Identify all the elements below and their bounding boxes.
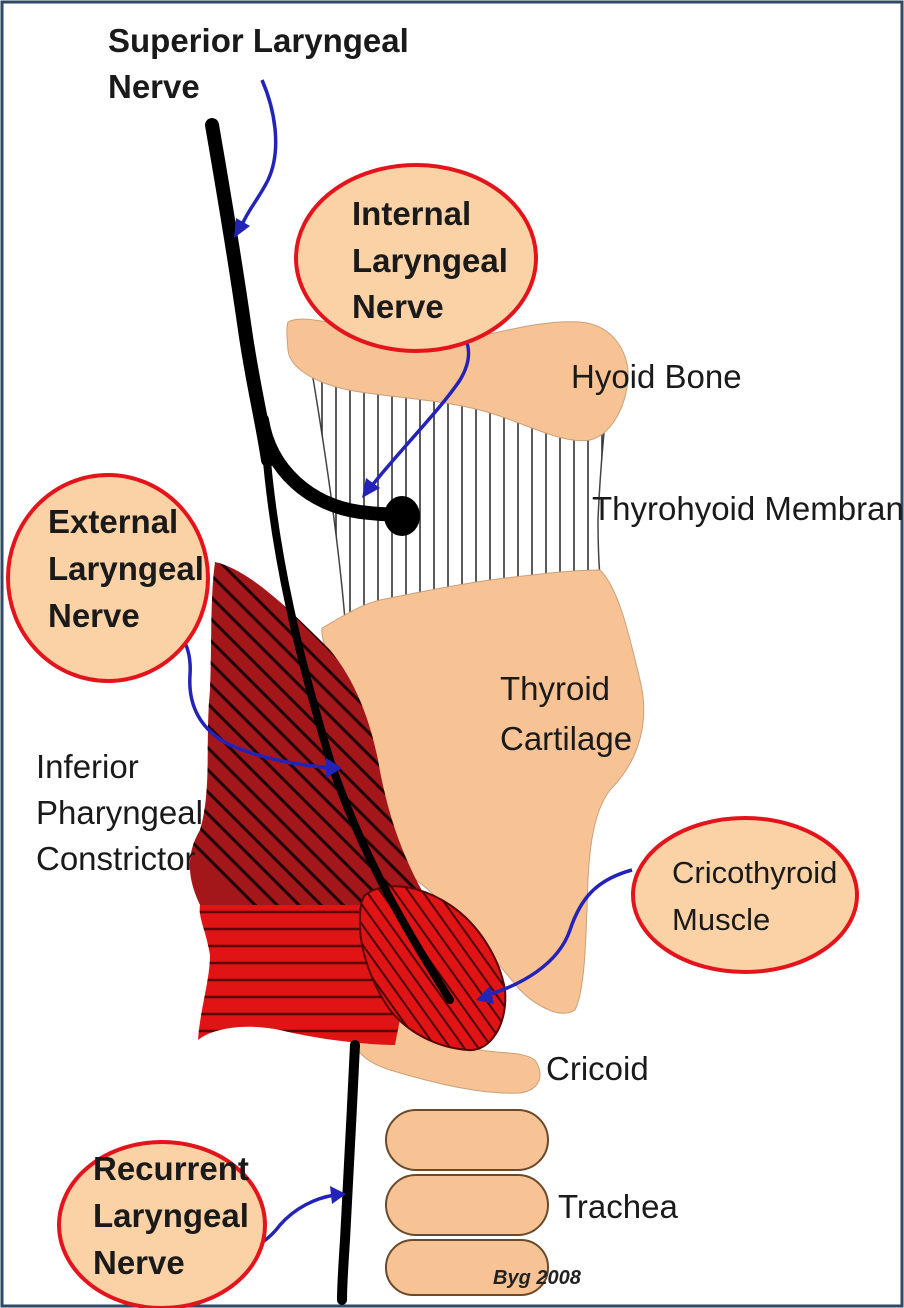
label-internal-laryngeal-line3: Nerve: [352, 288, 444, 325]
label-ipc-line2: Pharyngeal: [36, 794, 203, 831]
nerve-penetration-point: [384, 496, 420, 536]
label-cricoid: Cricoid: [546, 1050, 649, 1087]
label-external-laryngeal-line3: Nerve: [48, 597, 140, 634]
label-superior-laryngeal-line1: Superior Laryngeal: [108, 22, 409, 59]
label-thyroid-line1: Thyroid: [500, 670, 610, 707]
label-ipc-line3: Constrictor: [36, 840, 196, 877]
label-thyroid-line2: Cartilage: [500, 720, 632, 757]
author-signature: Byg 2008: [493, 1267, 582, 1289]
label-superior-laryngeal-line2: Nerve: [108, 68, 200, 105]
label-internal-laryngeal-line2: Laryngeal: [352, 242, 508, 279]
label-cricothyroid-line1: Cricothyroid: [672, 855, 837, 890]
label-external-laryngeal-line1: External: [48, 503, 178, 540]
highlight-cricothyroid: [633, 818, 857, 972]
trachea-ring: [386, 1175, 548, 1235]
label-recurrent-laryngeal-line3: Nerve: [93, 1244, 185, 1281]
label-hyoid-bone: Hyoid Bone: [571, 358, 742, 395]
label-ipc-line1: Inferior: [36, 748, 139, 785]
label-recurrent-laryngeal-line2: Laryngeal: [93, 1197, 249, 1234]
label-trachea: Trachea: [558, 1188, 678, 1225]
label-internal-laryngeal-line1: Internal: [352, 195, 471, 232]
label-thyrohyoid-membrane: Thyrohyoid Membrane: [592, 490, 904, 527]
label-cricothyroid-line2: Muscle: [672, 902, 770, 937]
trachea-ring: [386, 1110, 548, 1170]
label-recurrent-laryngeal-line1: Recurrent: [93, 1150, 249, 1187]
label-external-laryngeal-line2: Laryngeal: [48, 550, 204, 587]
